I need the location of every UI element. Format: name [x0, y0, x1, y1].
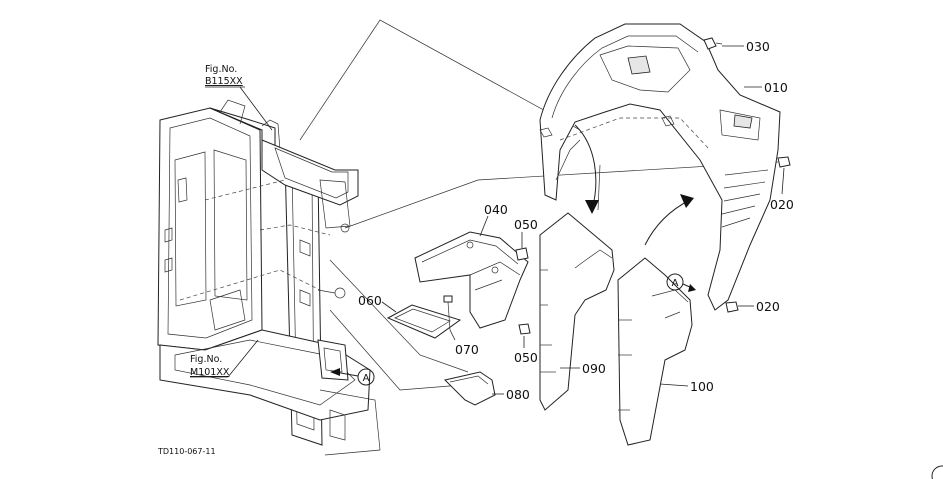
part-label-040: 040 [484, 202, 508, 217]
fig-ref-b115xx-label: Fig.No. [205, 64, 237, 75]
fig-ref-m101xx-label: Fig.No. [190, 354, 222, 365]
corner-mark-icon [931, 465, 943, 479]
fig-ref-b115xx-number: B115XX [205, 76, 243, 87]
part-label-090: 090 [582, 361, 606, 376]
part-label-100: 100 [690, 379, 714, 394]
part-label-020-upper: 020 [770, 197, 794, 212]
part-label-060: 060 [358, 293, 382, 308]
part-label-070: 070 [455, 342, 479, 357]
pad-part-090 [539, 212, 615, 411]
assembly-guide-lines [299, 19, 779, 391]
bolt-part-030 [703, 37, 744, 50]
fig-ref-m101xx-number: M101XX [190, 367, 230, 378]
bracket-part-040 [414, 215, 529, 329]
bolt-part-020-upper [777, 156, 791, 195]
cover-part-010 [539, 23, 781, 311]
plate-part-060 [381, 301, 462, 339]
part-label-080: 080 [506, 387, 530, 402]
screw-part-070 [443, 295, 456, 341]
bolt-part-050-upper [515, 232, 529, 261]
fig-ref-b115xx: Fig.No. B115XX [205, 64, 273, 131]
part-label-020-lower: 020 [756, 299, 780, 314]
figure-code: TD110-067-11 [157, 447, 216, 456]
ref-mark-a-lower-label: A [363, 373, 370, 384]
part-label-050-lower: 050 [514, 350, 538, 365]
bolt-part-020-lower [725, 301, 754, 313]
part-label-050-upper: 050 [514, 217, 538, 232]
pad-part-100 [617, 257, 693, 446]
fig-ref-m101xx: Fig.No. M101XX [190, 339, 259, 378]
bolt-part-050-lower [518, 323, 531, 348]
part-label-010: 010 [764, 80, 788, 95]
ref-mark-a-upper: A [666, 273, 696, 292]
part-label-030: 030 [746, 39, 770, 54]
ref-mark-a-upper-label: A [672, 278, 679, 289]
cover-piece-part-080 [444, 371, 504, 406]
ref-mark-a-lower: A [330, 368, 375, 386]
